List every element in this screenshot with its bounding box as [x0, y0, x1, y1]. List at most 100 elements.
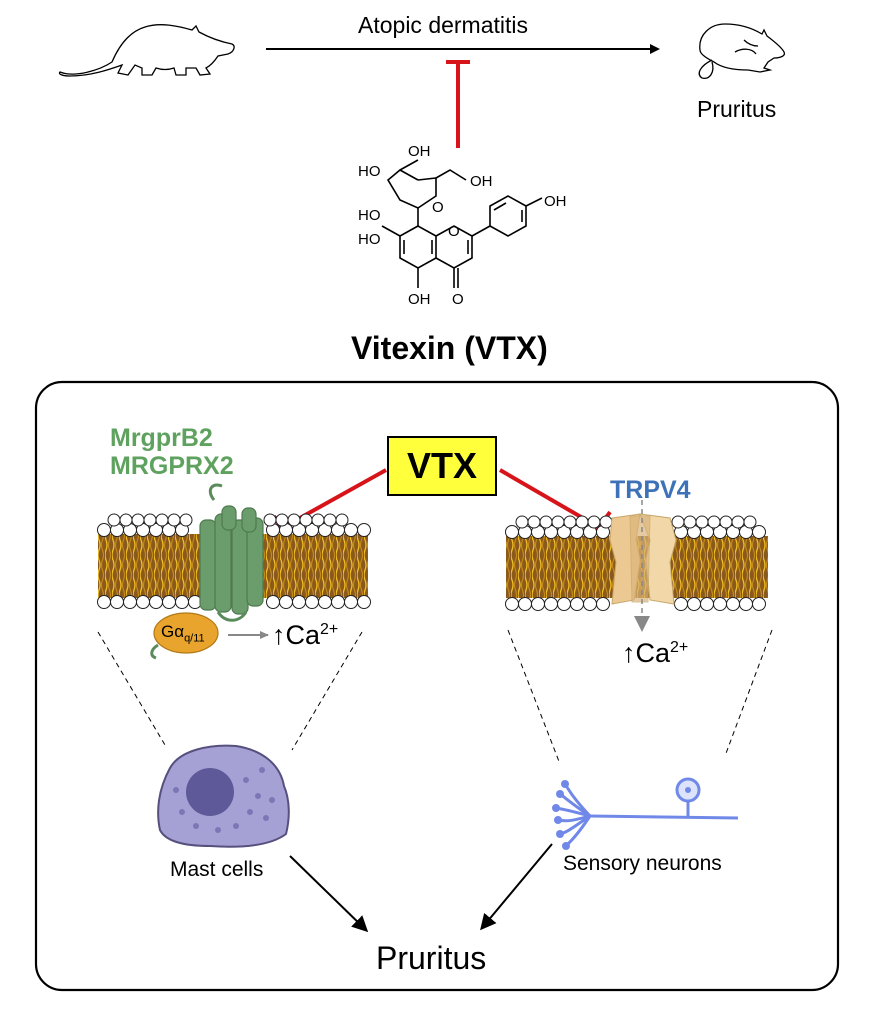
lipid-head — [323, 513, 337, 527]
mrgpr-label-line1: MrgprB2 — [110, 424, 213, 452]
lipid-head — [695, 515, 709, 529]
lipid-head — [527, 515, 541, 529]
lipid-head — [587, 515, 601, 529]
lipid-head — [155, 513, 169, 527]
vitexin-atom-labels: OH HO OH HO O HO O OH OH O — [358, 143, 567, 308]
lipid-head — [119, 513, 133, 527]
lipid-head — [707, 515, 721, 529]
lipid-head — [179, 513, 193, 527]
lipid-head — [505, 597, 519, 611]
right-calcium-charge: 2+ — [670, 639, 689, 656]
vitexin-structure — [381, 159, 543, 288]
lipid-head — [563, 515, 577, 529]
lipid-head — [518, 597, 532, 611]
vtx-box: VTX — [387, 436, 497, 496]
g-protein-text: Gα — [161, 622, 185, 641]
lipid-head — [531, 597, 545, 611]
lipid-head — [167, 513, 181, 527]
lipid-head — [266, 595, 280, 609]
lipid-head — [515, 515, 529, 529]
lipid-head — [275, 513, 289, 527]
bottom-pruritus-label: Pruritus — [376, 940, 487, 976]
lipid-head — [599, 515, 613, 529]
lipid-head — [551, 515, 565, 529]
lipid-head — [263, 513, 277, 527]
g-protein-subscript: q/11 — [184, 632, 205, 645]
lipid-head — [544, 597, 558, 611]
atom-ho-left2: HO — [358, 207, 381, 224]
atom-oh-bottom: OH — [408, 291, 431, 308]
lipid-head — [687, 597, 701, 611]
lipid-head — [683, 515, 697, 529]
lipid-head — [752, 597, 766, 611]
lipid-head — [743, 515, 757, 529]
lipid-head — [344, 523, 358, 537]
atom-o-keto: O — [452, 291, 464, 308]
dashed-line-right-1 — [507, 629, 561, 765]
left-calcium-label: ↑Ca2+ — [272, 620, 338, 651]
lipid-head — [575, 515, 589, 529]
lipid-head — [596, 597, 610, 611]
lipid-head — [719, 515, 733, 529]
compound-name: Vitexin (VTX) — [351, 330, 548, 366]
mouse-icon — [58, 24, 235, 77]
lipid-head — [671, 515, 685, 529]
g-protein-icon — [150, 612, 219, 660]
lipid-head — [123, 595, 137, 609]
lipid-head — [292, 595, 306, 609]
atom-oh-ch2: OH — [470, 173, 493, 190]
neuron-dendrite-tips — [552, 780, 691, 850]
lipid-head — [726, 597, 740, 611]
lipid-head — [357, 595, 371, 609]
mast-cells-label: Mast cells — [170, 858, 264, 881]
lipid-head — [97, 595, 111, 609]
lipid-head — [731, 515, 745, 529]
lipid-head — [331, 595, 345, 609]
lipid-head — [557, 597, 571, 611]
lipid-head — [131, 513, 145, 527]
lipid-head — [713, 597, 727, 611]
dashed-line-right-2 — [724, 629, 773, 757]
lipid-head — [318, 595, 332, 609]
atom-oh-phenyl: OH — [544, 193, 567, 210]
lipid-head — [149, 595, 163, 609]
atom-ho-left1: HO — [358, 163, 381, 180]
lipid-head — [143, 513, 157, 527]
right-calcium-text: ↑Ca — [622, 638, 671, 668]
atom-o-c-ring: O — [448, 223, 460, 240]
trpv4-channel-icon — [609, 513, 677, 605]
lipid-head — [175, 595, 189, 609]
mechanism-panel — [34, 380, 840, 992]
mrgpr-label: MrgprB2 MRGPRX2 — [110, 424, 234, 480]
left-calcium-charge: 2+ — [320, 621, 339, 638]
lipid-head — [311, 513, 325, 527]
mrgpr-receptor-icon — [199, 483, 264, 622]
lipid-head — [335, 513, 349, 527]
lipid-head — [583, 597, 597, 611]
lipid-head — [136, 595, 150, 609]
vtx-box-label: VTX — [406, 445, 477, 486]
right-calcium-label: ↑Ca2+ — [622, 638, 688, 669]
left-calcium-text: ↑Ca — [272, 620, 321, 650]
lipid-head — [97, 523, 111, 537]
lipid-head — [752, 525, 766, 539]
lipid-head — [739, 597, 753, 611]
lipid-head — [305, 595, 319, 609]
lipid-head — [107, 513, 121, 527]
lipid-head — [570, 597, 584, 611]
atom-ho-a-ring: HO — [358, 231, 381, 248]
mrgpr-label-line2: MRGPRX2 — [110, 452, 234, 480]
lipid-head — [505, 525, 519, 539]
lipid-head — [700, 597, 714, 611]
atom-ring-o: O — [432, 199, 444, 216]
g-protein-label: Gαq/11 — [161, 622, 205, 644]
dashed-line-left-1 — [97, 631, 166, 746]
atom-oh-top: OH — [408, 143, 431, 160]
disease-label: Atopic dermatitis — [358, 12, 529, 38]
mast-cell-icon — [157, 744, 290, 848]
trpv4-label: TRPV4 — [610, 476, 691, 504]
mast-to-pruritus-arrow — [289, 855, 369, 933]
top-pruritus-label: Pruritus — [697, 96, 777, 122]
lipid-head — [287, 513, 301, 527]
